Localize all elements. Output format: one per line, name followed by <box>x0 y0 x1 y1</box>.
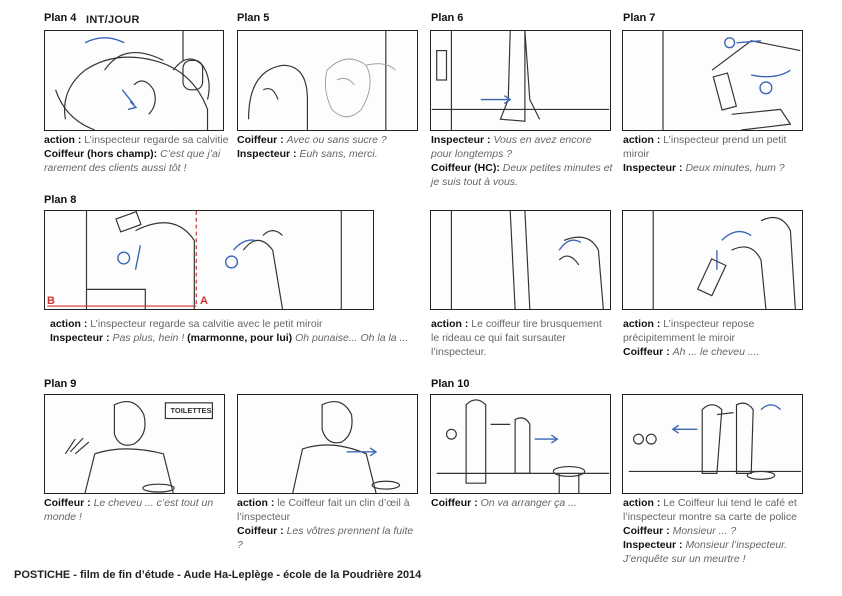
caption-plan-8: action : L’inspecteur regarde sa calviti… <box>50 318 409 344</box>
plan-6-label: Plan 6 <box>431 12 464 24</box>
sketch-hand-mirror <box>662 31 801 130</box>
mark-b: B <box>47 295 55 307</box>
mark-a: A <box>200 295 208 307</box>
panel-plan-6 <box>430 30 611 131</box>
panel-plan-8c <box>622 210 803 310</box>
plan-4-label: Plan 4 <box>44 12 77 24</box>
sketch-legs-standing <box>431 31 610 130</box>
sketch-curtain-pull <box>450 211 604 309</box>
caption-plan-7: action : L’inspecteur prend un petit mir… <box>623 134 787 174</box>
plan-5-label: Plan 5 <box>237 12 270 24</box>
caption-plan-10b: action : Le Coiffeur lui tend le café et… <box>623 497 797 565</box>
caption-plan-9: Coiffeur : Le cheveu ... c’est tout un m… <box>44 497 214 523</box>
sketch-barber-talking <box>64 400 213 493</box>
caption-plan-6: Inspecteur : Vous en avez encore pour lo… <box>431 134 613 188</box>
plan-10-label: Plan 10 <box>431 378 470 390</box>
panel-plan-10b <box>622 394 803 494</box>
panel-plan-7 <box>622 30 803 131</box>
sketch-coffee-badge <box>628 402 802 480</box>
sketch-mirror-look <box>47 211 342 309</box>
panel-plan-9: TOILETTES <box>44 394 225 494</box>
plan-8-label: Plan 8 <box>44 194 77 206</box>
caption-plan-8c: action : L’inspecteur repose précipitemm… <box>623 318 760 358</box>
caption-plan-4: action : L’inspecteur regarde sa calviti… <box>44 134 229 174</box>
plan-7-label: Plan 7 <box>623 12 656 24</box>
toilettes-sign: TOILETTES <box>170 406 212 415</box>
panel-plan-10 <box>430 394 611 494</box>
plan-9-label: Plan 9 <box>44 378 77 390</box>
panel-plan-8b <box>430 210 611 310</box>
int-jour-label: INT/JOUR <box>86 14 140 26</box>
caption-plan-10: Coiffeur : On va arranger ça ... <box>431 497 577 509</box>
caption-plan-9b: action : le Coiffeur fait un clin d’œil … <box>237 497 414 551</box>
caption-plan-5: Coiffeur : Avec ou sans sucre ? Inspecte… <box>237 134 387 160</box>
footer-rest: - film de fin d’étude - Aude Ha-Leplège … <box>70 569 422 581</box>
panel-plan-8 <box>44 210 374 310</box>
caption-plan-8b: action : Le coiffeur tire brusquement le… <box>431 318 602 358</box>
sketch-inspector-sitting <box>248 31 396 130</box>
sketch-mirror-down <box>652 211 796 309</box>
panel-plan-4 <box>44 30 224 131</box>
footer-title: POSTICHE <box>14 569 71 581</box>
panel-plan-5 <box>237 30 418 131</box>
sketch-bald-head <box>55 31 210 130</box>
panel-plan-9b <box>237 394 418 494</box>
footer-credits: POSTICHE - film de fin d’étude - Aude Ha… <box>14 569 421 581</box>
sketch-shop-interior <box>436 399 610 493</box>
sketch-barber-wink <box>292 400 401 493</box>
